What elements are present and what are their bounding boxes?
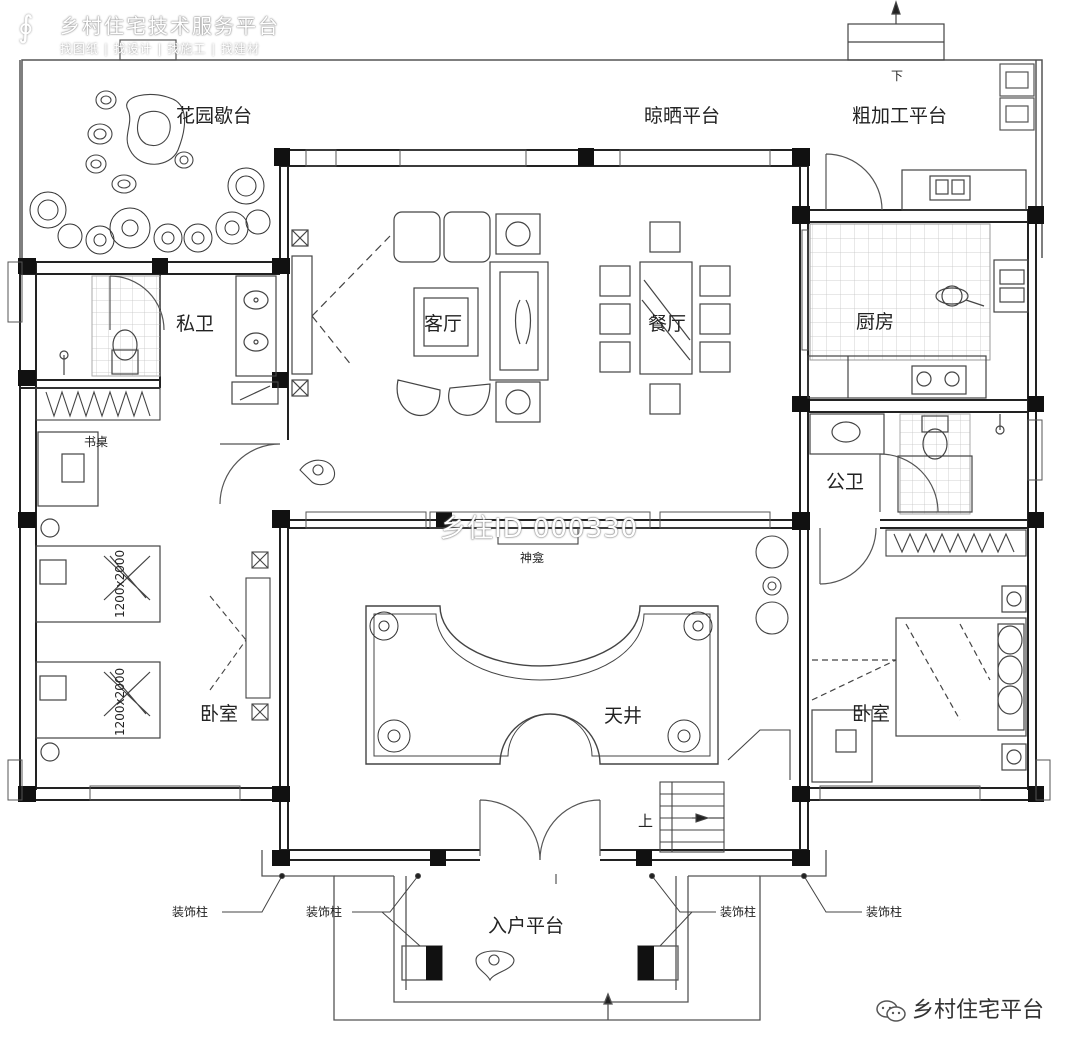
shrine-cabinet <box>497 527 789 635</box>
living-room-person-icon <box>299 459 336 486</box>
platform-watermark: ∮ 乡村住宅技术服务平台 找图纸 | 找设计 | 找施工 | 找建材 <box>8 4 308 60</box>
bed-1 <box>35 518 161 623</box>
room-label-courtyard: 天井 <box>604 705 642 727</box>
room-label-drying-terrace: 晾晒平台 <box>644 105 720 127</box>
kitchen-person-icon <box>935 285 985 307</box>
room-label-entrance-terrace: 入户平台 <box>488 915 564 937</box>
desk <box>37 431 99 507</box>
platform-logo-icon: ∮ <box>18 10 34 45</box>
vent-box <box>119 39 177 61</box>
bottom-brand: 乡村住宅平台 <box>876 992 1044 1024</box>
kitchen-fixtures <box>807 169 1029 399</box>
windows <box>7 149 1051 801</box>
wardrobe-right <box>885 529 1027 557</box>
platform-name: 乡村住宅技术服务平台 <box>60 14 280 38</box>
plan-id-watermark: 乡住ID 000330 <box>440 514 639 544</box>
shrine-label: 神龛 <box>520 551 544 565</box>
courtyard <box>365 605 719 765</box>
room-label-rough-processing-terrace: 粗加工平台 <box>852 105 947 127</box>
dining-table <box>599 221 731 415</box>
entrance-doors <box>479 799 601 884</box>
private-bath-door <box>109 275 165 331</box>
platform-tagline: 找图纸 | 找设计 | 找施工 | 找建材 <box>60 42 261 56</box>
column-leader-lines <box>222 873 862 947</box>
north-arrow <box>847 0 945 61</box>
room-label-kitchen: 厨房 <box>856 311 894 333</box>
public-bath-fixtures <box>809 413 1005 513</box>
north-down-label: 下 <box>891 69 903 83</box>
decorative-column-blocks <box>426 946 654 980</box>
garden-plants <box>29 167 271 255</box>
room-label-bedroom-right: 卧室 <box>852 703 890 725</box>
entrance-terrace <box>261 850 827 1021</box>
stairs <box>659 729 791 853</box>
room-label-living-room: 客厅 <box>424 313 462 335</box>
living-room-furniture <box>291 211 549 423</box>
courtyard-trees <box>369 611 713 753</box>
room-label-public-bathroom: 公卫 <box>826 471 864 493</box>
structural-columns <box>18 148 1044 866</box>
bed-2-size-label: 1200x2000 <box>113 668 127 736</box>
bed-2 <box>35 661 161 762</box>
deco-column-label-3: 装饰柱 <box>720 904 756 919</box>
left-bedroom-door <box>219 443 281 505</box>
room-label-dining-room: 餐厅 <box>648 313 686 335</box>
right-bedroom-desk <box>811 659 897 783</box>
bottom-brand-text: 乡村住宅平台 <box>911 998 1044 1023</box>
private-bath-tile-floor <box>91 275 161 377</box>
garden-rocks <box>85 90 194 194</box>
wechat-icon <box>876 1000 906 1022</box>
room-label-bedroom-left: 卧室 <box>200 703 238 725</box>
deco-column-label-1: 装饰柱 <box>172 904 208 919</box>
public-bath-door <box>879 453 939 513</box>
private-bath-fixtures <box>59 275 279 405</box>
stair-up-label: 上 <box>638 812 653 830</box>
bed-right <box>895 585 1027 771</box>
desk-label: 书桌 <box>84 435 108 449</box>
deco-column-label-4: 装饰柱 <box>866 904 902 919</box>
room-label-garden-terrace: 花园歇台 <box>176 105 252 127</box>
kitchen-door <box>825 153 883 211</box>
deco-column-label-2: 装饰柱 <box>306 904 342 919</box>
room-label-private-bathroom: 私卫 <box>176 313 214 335</box>
entrance-ornament <box>475 950 515 982</box>
wardrobe-left <box>35 387 161 421</box>
right-bedroom-door <box>819 527 877 585</box>
left-bedroom-tv-cabinet <box>209 551 271 721</box>
washing-machines <box>999 63 1035 131</box>
bed-1-size-label: 1200x2000 <box>113 550 127 618</box>
kitchen-tile-floor <box>809 223 991 361</box>
